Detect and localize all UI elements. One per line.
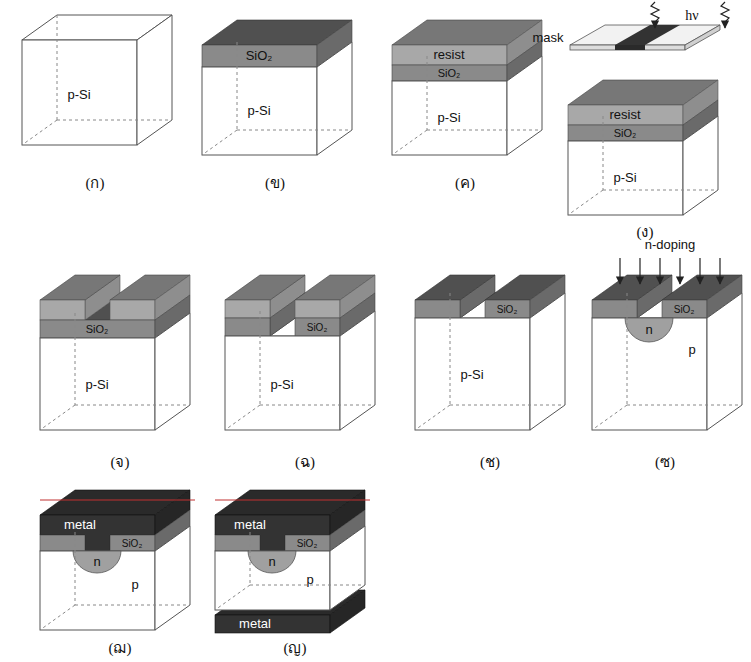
layer-label: metal bbox=[64, 518, 96, 532]
region-label: n bbox=[268, 555, 275, 569]
panel-label: (ค) bbox=[455, 175, 475, 192]
layer-label: p-Si bbox=[270, 378, 293, 392]
panel-label: (ข) bbox=[265, 175, 285, 192]
layer-label: p-Si bbox=[67, 88, 90, 102]
process-label: n-doping bbox=[645, 238, 696, 252]
panel-label: (ญ) bbox=[284, 640, 307, 657]
panel-label: (ฌ) bbox=[109, 640, 132, 657]
callout-label: mask bbox=[532, 31, 563, 45]
layer-label: p-Si bbox=[613, 171, 636, 185]
layer-label: SiO₂ bbox=[122, 538, 143, 549]
layer-label: metal bbox=[234, 518, 266, 532]
layer-label: resist bbox=[609, 108, 640, 122]
region-label: p bbox=[131, 578, 138, 592]
panel-label: (ฉ) bbox=[295, 454, 315, 471]
layer-label: SiO₂ bbox=[86, 323, 109, 335]
region-label: n bbox=[93, 555, 100, 569]
panel-label: (จ) bbox=[111, 454, 130, 471]
region-label: p bbox=[688, 343, 695, 357]
layer-label: p-Si bbox=[437, 111, 460, 125]
layer-label: metal bbox=[239, 617, 271, 631]
layer-label: p-Si bbox=[460, 368, 483, 382]
layer-label: SiO₂ bbox=[246, 49, 273, 63]
region-label: p bbox=[306, 573, 313, 587]
layer-label: SiO₂ bbox=[614, 127, 637, 139]
panel-label: (ซ) bbox=[655, 454, 675, 471]
region-label: n bbox=[645, 323, 652, 337]
panel-label: (ก) bbox=[86, 175, 105, 192]
layer-label: p-Si bbox=[247, 104, 270, 118]
light-label: hν bbox=[685, 8, 698, 23]
layer-label: resist bbox=[433, 48, 464, 62]
panel-label: (ช) bbox=[480, 454, 500, 471]
layer-label: SiO₂ bbox=[674, 304, 695, 315]
layer-label: SiO₂ bbox=[438, 67, 461, 79]
layer-label: p-Si bbox=[85, 378, 108, 392]
layer-label: SiO₂ bbox=[297, 538, 318, 549]
layer-label: SiO₂ bbox=[497, 304, 518, 315]
layer-label: SiO₂ bbox=[307, 322, 328, 333]
